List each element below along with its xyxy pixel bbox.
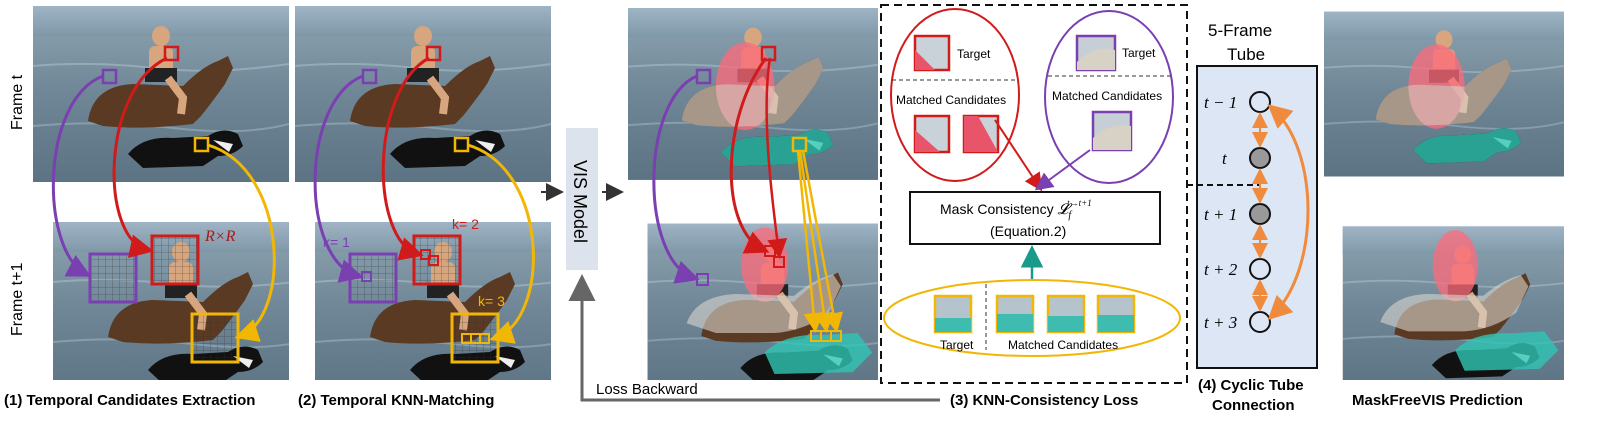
vis-model-label: VIS Model: [570, 160, 590, 243]
loss-subscript: f: [1068, 210, 1072, 221]
p2-red-target: [425, 45, 442, 62]
red-to-loss-arrow: [994, 119, 1043, 192]
mask-consistency-line1: Mask Consistency 𝓛ft→t+1: [940, 198, 1092, 221]
p3-red-arrow-2: [765, 57, 788, 259]
p1-yellow-target: [193, 136, 210, 153]
p2-k1-label: k= 1: [323, 234, 350, 250]
p2-yellow-target: [453, 136, 470, 153]
p2-red-arrow: [381, 56, 430, 261]
p2-purple-arrow: [313, 74, 364, 283]
vis-model-box: VIS Model: [566, 128, 598, 270]
red-matched-label: Matched Candidates: [896, 93, 1006, 107]
p2-yellow-arrow: [467, 143, 535, 344]
loss-backward-arrow: [568, 274, 940, 402]
purple-ellipse: [1044, 10, 1174, 184]
p1-purple-window: [88, 252, 138, 304]
caption-panel3: (3) KNN-Consistency Loss: [950, 392, 1138, 409]
p1-red-arrow: [112, 56, 168, 259]
yellow-ellipse: [883, 279, 1181, 357]
tube-node-0: [1249, 91, 1271, 113]
p2-yellow-window: [450, 312, 500, 364]
p1-yellow-arrow: [207, 143, 276, 342]
caption-panel2: (2) Temporal KNN-Matching: [298, 392, 494, 409]
tube-frame-label-0: t − 1: [1204, 93, 1237, 112]
p3-red-arrow-1: [729, 57, 770, 254]
p1-yellow-window: [190, 312, 240, 364]
tube-frame-label-4: t + 3: [1204, 313, 1237, 332]
tube-node-1: [1249, 147, 1271, 169]
p3-yellow-arrow-1: [796, 150, 824, 333]
caption-panel5: MaskFreeVIS Prediction: [1352, 392, 1523, 409]
red-target-label: Target: [957, 47, 991, 61]
row-label-frame-t1: Frame t+1: [9, 263, 26, 336]
caption-panel4-line2: Connection: [1212, 397, 1295, 414]
purple-to-loss-arrow: [1034, 149, 1091, 191]
p1-purple-arrow: [51, 74, 104, 277]
panel5-frame-t: [1324, 12, 1564, 177]
p3-yellow-target: [791, 136, 808, 153]
panel5-frame-t1: [1343, 226, 1583, 391]
panel3-frame-t1: [648, 224, 898, 396]
p1-red-target: [163, 45, 180, 62]
mask-consistency-prefix: Mask Consistency: [940, 201, 1057, 217]
mask-consistency-line2: (Equation.2): [990, 223, 1066, 239]
p1-rxr-label: R×R: [204, 228, 236, 245]
panel3-frame-t: [628, 8, 878, 180]
p2-purple-window: [348, 252, 398, 304]
tube-cyclic-arrow: [1267, 104, 1310, 321]
loss-superscript: t→t+1: [1067, 198, 1092, 208]
p3-yellow-arrow-3: [801, 150, 844, 333]
tube-node-3: [1249, 258, 1271, 280]
purple-target-label: Target: [1122, 46, 1156, 60]
tube-title-line1: 5-Frame: [1208, 21, 1272, 40]
red-ellipse: [890, 8, 1020, 182]
loss-backward-label: Loss Backward: [596, 381, 698, 398]
caption-panel1: (1) Temporal Candidates Extraction: [4, 392, 255, 409]
tube-node-2: [1249, 203, 1271, 225]
caption-panel4-line1: (4) Cyclic Tube: [1198, 377, 1304, 394]
p2-k3-label: k= 3: [478, 293, 505, 309]
yellow-target-label: Target: [940, 338, 974, 352]
tube-frame-label-2: t + 1: [1204, 205, 1237, 224]
p3-yellow-arrow-2: [798, 150, 834, 333]
tube-title-line2: Tube: [1227, 45, 1265, 64]
p2-red-window: [412, 234, 462, 286]
yellow-matched-label: Matched Candidates: [1008, 338, 1118, 352]
knn-loss-dashed-box: [880, 4, 1188, 384]
panel1-frame-t: [33, 6, 289, 182]
tube-frame-label-1: t: [1222, 149, 1228, 168]
p2-k2-label: k= 2: [452, 216, 479, 232]
panel2-frame-t: [295, 6, 551, 182]
p3-purple-arrow: [652, 74, 700, 284]
tube-frames: t − 1 t t + 1 t + 2 t + 3: [1204, 91, 1271, 333]
tube-frame-label-3: t + 2: [1204, 260, 1238, 279]
purple-matched-label: Matched Candidates: [1052, 89, 1162, 103]
row-label-frame-t: Frame t: [9, 74, 26, 130]
tube-node-4: [1249, 311, 1271, 333]
mask-consistency-box: Mask Consistency 𝓛ft→t+1 (Equation.2): [909, 191, 1161, 245]
p1-red-window: [150, 234, 200, 286]
